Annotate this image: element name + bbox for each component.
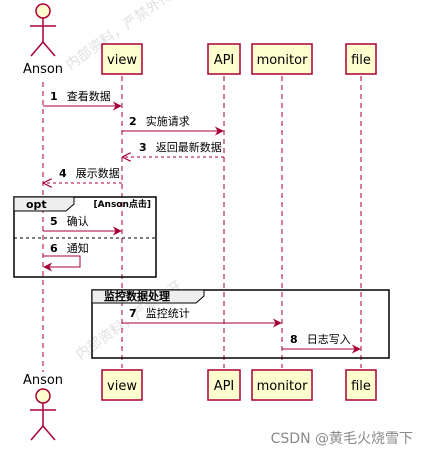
participant-monitor-bottom: monitor xyxy=(251,369,313,401)
actor-anson-top: Anson xyxy=(23,3,63,77)
message-1-number: 1 xyxy=(50,90,58,103)
actor-anson-top-label: Anson xyxy=(23,62,63,77)
opt-frame: opt [Anson点击] xyxy=(13,196,157,278)
participant-api-bottom: API xyxy=(207,369,241,401)
participant-file-bottom: file xyxy=(345,369,377,401)
lifelines xyxy=(42,76,362,372)
participant-api-bottom-label: API xyxy=(214,379,235,394)
message-7-number: 7 xyxy=(129,307,137,320)
participant-view-bottom: view xyxy=(101,369,143,401)
message-2: 2 实施请求 xyxy=(122,110,224,136)
message-5-text: 确认 xyxy=(67,215,89,228)
svg-text:1 查看数据: 1 查看数据 xyxy=(50,85,111,104)
message-5: 5 确认 xyxy=(43,210,122,236)
message-3-number: 3 xyxy=(139,141,147,154)
message-6-number: 6 xyxy=(50,242,58,255)
message-6: 6 通知 xyxy=(43,237,89,272)
message-2-text: 实施请求 xyxy=(146,114,190,128)
message-1: 1 查看数据 xyxy=(43,85,122,111)
message-3-text: 返回最新数据 xyxy=(156,140,222,154)
svg-text:5 确认: 5 确认 xyxy=(50,210,89,229)
participant-monitor-top: monitor xyxy=(251,43,313,75)
svg-text:3 返回最新数据: 3 返回最新数据 xyxy=(139,136,222,155)
message-4-number: 4 xyxy=(59,167,67,180)
actor-anson-bottom: Anson xyxy=(23,373,63,441)
csdn-watermark: CSDN @黄毛火烧雪下 xyxy=(271,430,413,447)
message-4-text: 展示数据 xyxy=(76,166,120,180)
svg-text:2 实施请求: 2 实施请求 xyxy=(129,110,190,129)
participant-monitor-top-label: monitor xyxy=(257,53,309,68)
svg-text:7 监控统计: 7 监控统计 xyxy=(129,302,190,321)
participant-view-top-label: view xyxy=(107,53,137,68)
participant-monitor-bottom-label: monitor xyxy=(257,379,309,394)
processing-group-title: 监控数据处理 xyxy=(104,289,170,303)
message-4: 4 展示数据 xyxy=(44,162,122,183)
message-7-text: 监控统计 xyxy=(146,306,190,320)
participant-view-top: view xyxy=(101,43,143,75)
message-3: 3 返回最新数据 xyxy=(123,136,224,157)
participant-file-top-label: file xyxy=(351,53,371,68)
participant-file-bottom-label: file xyxy=(351,379,371,394)
opt-frame-keyword: opt xyxy=(26,198,47,211)
message-5-number: 5 xyxy=(50,215,58,228)
processing-group-frame: 监控数据处理 xyxy=(91,289,390,359)
message-6-text: 通知 xyxy=(67,241,89,255)
message-8-number: 8 xyxy=(290,333,298,346)
svg-text:4 展示数据: 4 展示数据 xyxy=(59,162,120,181)
message-7: 7 监控统计 xyxy=(122,302,282,328)
message-8: 8 日志写入 xyxy=(282,328,361,354)
svg-text:8 日志写入: 8 日志写入 xyxy=(290,328,351,347)
participant-api-top: API xyxy=(207,43,241,75)
participant-api-top-label: API xyxy=(214,53,235,68)
message-1-text: 查看数据 xyxy=(67,89,111,103)
message-2-number: 2 xyxy=(129,115,137,128)
opt-frame-guard: [Anson点击] xyxy=(93,198,151,210)
participant-view-bottom-label: view xyxy=(107,379,137,394)
message-8-text: 日志写入 xyxy=(307,333,351,346)
actor-anson-bottom-label: Anson xyxy=(23,373,63,388)
participant-file-top: file xyxy=(345,43,377,75)
svg-text:6 通知: 6 通知 xyxy=(50,237,89,256)
